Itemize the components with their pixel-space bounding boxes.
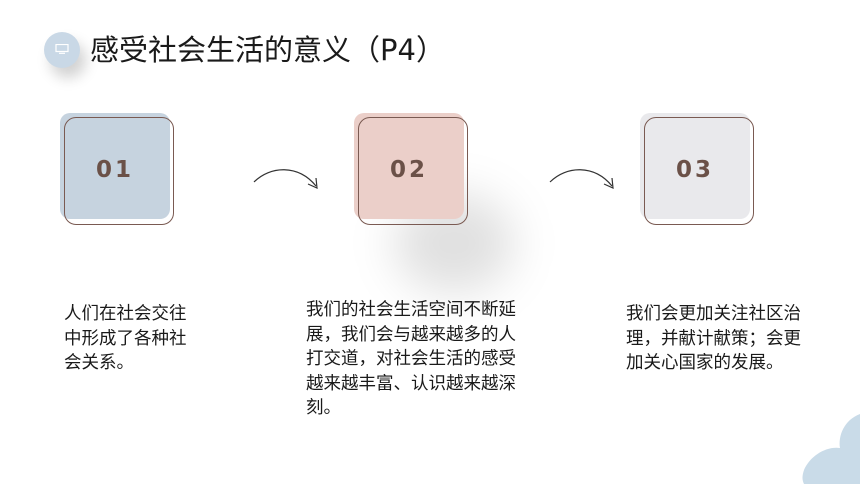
- card-outline: [64, 117, 174, 225]
- page-title: 感受社会生活的意义（P4）: [90, 33, 445, 67]
- card-03: 03: [640, 113, 756, 225]
- card-fill: [60, 113, 170, 219]
- card-03-description: 我们会更加关注社区治理，并献计献策；会更加关心国家的发展。: [626, 304, 801, 373]
- card-outline: [644, 117, 754, 225]
- curved-arrow-icon: [549, 169, 614, 189]
- card-outline: [358, 117, 468, 225]
- card-01-description: 人们在社会交往中形成了各种社会关系。: [64, 304, 187, 373]
- card-number: 03: [675, 157, 714, 183]
- title-badge: [44, 32, 80, 68]
- monitor-icon: [55, 44, 69, 54]
- curved-arrow-icon: [253, 169, 318, 189]
- card-fill: [354, 113, 464, 219]
- card-02: 02: [354, 113, 514, 293]
- card-02-description: 我们的社会生活空间不断延展，我们会与越来越多的人打交道，对社会生活的感受越来越丰…: [306, 300, 516, 418]
- card-01: 01: [60, 113, 176, 225]
- decorative-blob: [802, 414, 860, 484]
- card-number: 01: [95, 157, 134, 183]
- card-number: 02: [389, 157, 428, 183]
- card-fill: [640, 113, 750, 219]
